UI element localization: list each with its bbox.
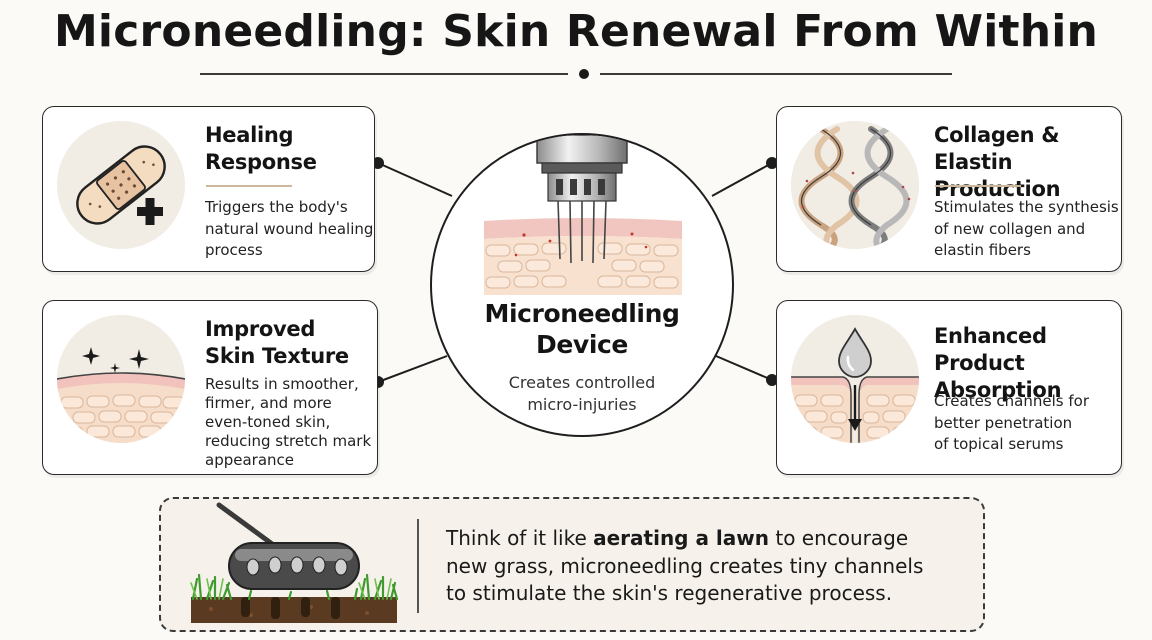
- absorption-title: Enhanced Product Absorption: [934, 324, 1062, 402]
- center-desc: Creates controlled micro-injuries: [508, 373, 656, 414]
- analogy-text: Think of it like aerating a lawn to enco…: [446, 526, 924, 605]
- page-title: Microneedling: Skin Renewal From Within: [53, 6, 1099, 57]
- bandage-icon: [76, 145, 166, 225]
- healing-rule: [206, 185, 292, 187]
- title-rule-right: [600, 73, 952, 75]
- microneedling-device-icon: [484, 135, 682, 295]
- collagen-fiber-icon: [791, 121, 919, 249]
- card-improved-texture: Improved Skin Texture Results in smoothe…: [42, 300, 378, 475]
- texture-disc: [57, 315, 185, 443]
- connector-healing: [377, 162, 453, 197]
- lawn-analogy-box: Think of it like aerating a lawn to enco…: [159, 497, 985, 632]
- collagen-disc: [791, 121, 919, 249]
- connector-texture: [377, 355, 448, 383]
- analogy-divider: [417, 519, 419, 613]
- analogy-emphasis: aerating a lawn: [593, 526, 769, 550]
- healing-disc: [57, 121, 185, 249]
- texture-title: Improved Skin Texture: [205, 317, 349, 368]
- card-healing-response: Healing Response Triggers the body's nat…: [42, 106, 375, 272]
- center-device-circle: Microneedling Device Creates controlled …: [430, 133, 734, 437]
- collagen-rule: [935, 185, 1021, 187]
- lawn-aerator-icon: [190, 502, 399, 623]
- collagen-desc: Stimulates the synthesis of new collagen…: [934, 198, 1119, 259]
- card-collagen-elastin: Collagen & Elastin Production Stimulates…: [776, 106, 1122, 272]
- healing-desc: Triggers the body's natural wound healin…: [205, 198, 374, 259]
- card-product-absorption: Enhanced Product Absorption Creates chan…: [776, 300, 1122, 475]
- smooth-skin-icon: [57, 315, 185, 443]
- serum-drop-icon: [791, 315, 919, 443]
- collagen-title: Collagen & Elastin Production: [934, 123, 1061, 201]
- title-rule-left: [200, 73, 568, 75]
- absorption-disc: [791, 315, 919, 443]
- title-dot: [579, 69, 589, 79]
- center-title: Microneedling Device: [484, 299, 680, 359]
- connector-absorption: [715, 355, 773, 381]
- connector-collagen: [711, 162, 773, 197]
- healing-title: Healing Response: [205, 123, 317, 174]
- absorption-desc: Creates channels for better penetration …: [934, 392, 1089, 453]
- texture-desc: Results in smoother, firmer, and more ev…: [205, 375, 372, 469]
